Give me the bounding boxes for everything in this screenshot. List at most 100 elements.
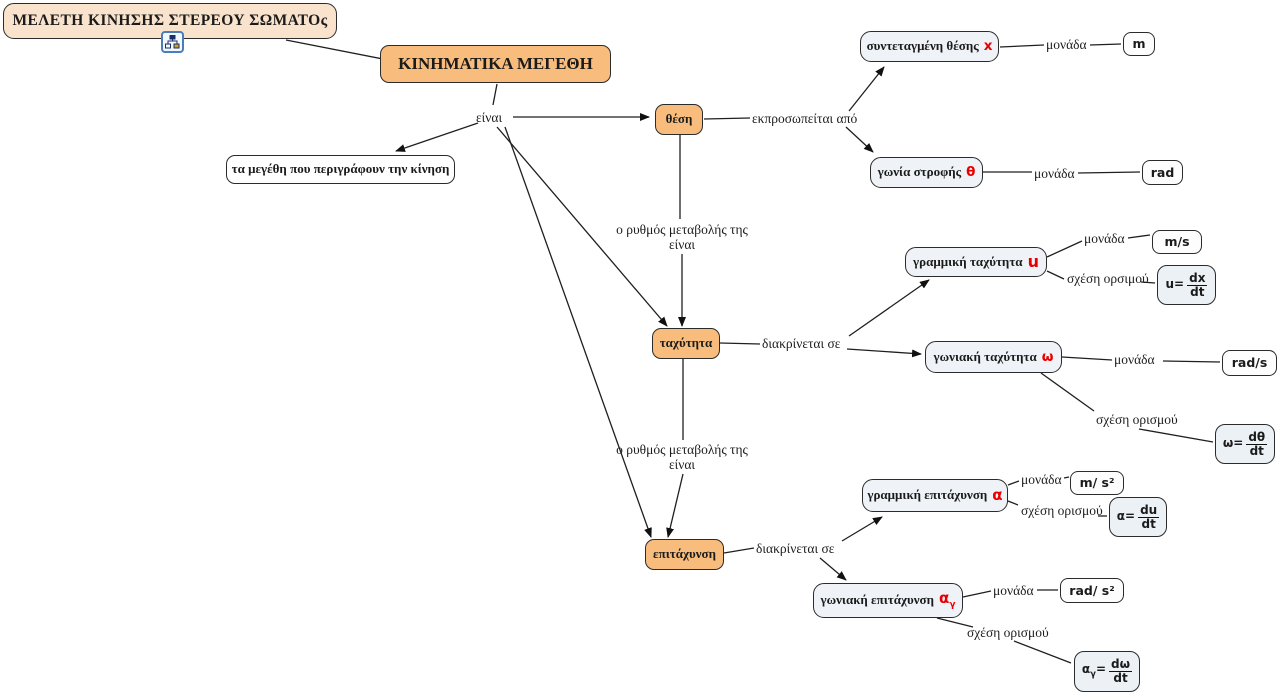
link-label-diakrinetai-1[interactable]: διακρίνεται σε — [762, 336, 841, 351]
link-label-rythmos-2[interactable]: ο ρυθμός μεταβολής της είναι — [616, 442, 748, 472]
unit-rads-text: rad/s — [1231, 355, 1268, 371]
link-monada-m — [1089, 43, 1122, 46]
formula-ag-num: dω — [1109, 657, 1133, 672]
link-gontax-monada — [1061, 356, 1113, 361]
link-monada-rad — [1077, 171, 1141, 174]
link-root-einai — [492, 83, 498, 106]
link-title-root — [285, 39, 384, 60]
node-unit-rad[interactable]: rad — [1142, 160, 1183, 185]
link-gramtax-monada — [1046, 240, 1083, 258]
link-gramepit-monada — [1007, 480, 1020, 486]
rythmos-line2: είναι — [668, 457, 696, 473]
link-monada-ms — [1127, 234, 1151, 239]
formula-omega-num: dθ — [1246, 429, 1268, 445]
node-unit-rads[interactable]: rad/s — [1222, 350, 1277, 376]
link-sxesi2-omegaformula — [1138, 428, 1214, 443]
formula-u-den: dt — [1190, 284, 1205, 299]
node-grammiki-epitaxynsi[interactable]: γραμμική επιτάχυνση α — [862, 479, 1008, 512]
formula-alpha-fraction: du dt — [1138, 504, 1160, 531]
link-rythmos2-epitaxynsi — [666, 473, 684, 538]
link-gonepit-sxesi4 — [936, 617, 974, 628]
link-thesi-ekpr — [703, 117, 751, 120]
gonia-text: γωνία στροφής — [877, 164, 962, 180]
concept-map-icon[interactable] — [161, 31, 184, 53]
link-epitaxynsi-diakrinetai2 — [723, 547, 755, 554]
gon-tax-symbol-omega: ω — [1041, 348, 1054, 365]
thesi-text: θέση — [665, 111, 693, 127]
link-label-monada-ms2[interactable]: μονάδα — [1021, 472, 1062, 487]
node-unit-rads2[interactable]: rad/ s² — [1060, 578, 1124, 603]
coord-symbol-x: x — [983, 38, 993, 55]
link-label-sxesi-orismou-2[interactable]: σχέση ορισμού — [1096, 412, 1178, 427]
link-label-ekprosopeitai[interactable]: εκπροσωπείται από — [752, 111, 858, 126]
link-einai-megethi — [395, 122, 479, 152]
unit-ms2-text: m/ s² — [1079, 475, 1115, 491]
link-ekpr-gonia — [845, 126, 874, 153]
link-ekpr-coord — [848, 66, 885, 112]
link-label-monada-m[interactable]: μονάδα — [1046, 37, 1087, 52]
megethi-text: τα μεγέθη που περιγράφουν την κίνηση — [231, 161, 450, 177]
formula-u-fraction: dx dt — [1187, 270, 1208, 299]
link-taxytita-diakrinetai — [719, 342, 761, 345]
link-monada-rads — [1162, 360, 1221, 363]
formula-u-lhs: u= — [1165, 277, 1185, 292]
link-label-sxesi-orismou-4[interactable]: σχέση ορισμού — [967, 625, 1049, 640]
unit-rads2-text: rad/ s² — [1069, 582, 1115, 598]
link-sxesi-uformula — [1140, 281, 1156, 284]
rythmos-line1: ο ρυθμός μεταβολής της — [616, 222, 748, 237]
rythmos-line2: είναι — [668, 237, 696, 253]
gram-tax-symbol-u: u — [1027, 252, 1039, 272]
node-unit-ms[interactable]: m/s — [1152, 230, 1202, 254]
org-chart-glyph — [165, 35, 180, 49]
link-label-diakrinetai-2[interactable]: διακρίνεται σε — [756, 541, 835, 556]
link-diakrinetai-gramtax — [848, 279, 930, 337]
node-megethi[interactable]: τα μεγέθη που περιγράφουν την κίνηση — [226, 155, 455, 184]
link-gramtax-sxesi — [1046, 270, 1065, 280]
node-formula-alpha[interactable]: α= du dt — [1109, 497, 1167, 537]
coord-text: συντεταγμένη θέσης — [866, 38, 979, 54]
link-label-monada-rads2[interactable]: μονάδα — [993, 583, 1034, 598]
gon-epit-text: γωνιακή επιτάχυνση — [820, 592, 935, 608]
unit-m-text: m — [1132, 36, 1146, 52]
formula-omega-den: dt — [1249, 443, 1264, 458]
epitaxynsi-text: επιτάχυνση — [653, 546, 716, 562]
node-formula-omega[interactable]: ω= dθ dt — [1215, 424, 1275, 464]
node-epitaxynsi[interactable]: επιτάχυνση — [645, 539, 724, 570]
node-thesi[interactable]: θέση — [655, 104, 703, 135]
formula-alpha-den: dt — [1141, 516, 1156, 531]
gram-tax-text: γραμμική ταχύτητα — [913, 253, 1023, 269]
link-einai-epitaxynsi — [504, 126, 652, 538]
node-unit-ms2[interactable]: m/ s² — [1070, 471, 1124, 495]
node-goniaki-taxytita[interactable]: γωνιακή ταχύτητα ω — [925, 341, 1062, 373]
title-text: ΜΕΛΕΤΗ ΚΙΝΗΣΗΣ ΣΤΕΡΕΟΥ ΣΩΜΑΤΟς — [12, 12, 328, 30]
node-formula-alpha-gamma[interactable]: αγ= dω dt — [1074, 651, 1140, 692]
link-label-rythmos-1[interactable]: ο ρυθμός μεταβολής της είναι — [616, 222, 748, 252]
link-label-einai[interactable]: είναι — [476, 110, 503, 125]
node-syntetagmeni-thesis[interactable]: συντεταγμένη θέσης x — [860, 31, 999, 62]
node-formula-u[interactable]: u= dx dt — [1157, 265, 1216, 305]
unit-rad-text: rad — [1150, 164, 1175, 180]
node-kinimatika-megethi[interactable]: ΚΙΝΗΜΑΤΙΚΑ ΜΕΓΕΘΗ — [380, 45, 611, 83]
unit-ms-text: m/s — [1164, 234, 1190, 250]
link-label-monada-rad[interactable]: μονάδα — [1034, 166, 1075, 181]
node-goniaki-epitaxynsi[interactable]: γωνιακή επιτάχυνση αγ — [813, 583, 963, 618]
root-text: ΚΙΝΗΜΑΤΙΚΑ ΜΕΓΕΘΗ — [398, 53, 593, 73]
link-label-sxesi-orismou-3[interactable]: σχέση ορισμού — [1021, 503, 1103, 518]
link-label-monada-ms[interactable]: μονάδα — [1084, 231, 1125, 246]
node-grammiki-taxytita[interactable]: γραμμική ταχύτητα u — [905, 247, 1047, 277]
link-diakrinetai2-gramepit — [841, 516, 883, 542]
formula-u-num: dx — [1187, 270, 1208, 286]
link-diakrinetai2-gonepit — [819, 557, 847, 581]
node-unit-m[interactable]: m — [1123, 32, 1155, 56]
link-diakrinetai-gontax — [846, 348, 922, 358]
node-gonia-strofis[interactable]: γωνία στροφής θ — [870, 157, 983, 188]
link-label-monada-rads[interactable]: μονάδα — [1114, 352, 1155, 367]
gon-tax-text: γωνιακή ταχύτητα — [933, 348, 1037, 364]
formula-ag-den: dt — [1113, 671, 1128, 685]
gon-epit-symbol-alpha-gamma: αγ — [939, 589, 956, 611]
rythmos-line1: ο ρυθμός μεταβολής της — [616, 442, 748, 457]
link-label-sxesi-orsimou[interactable]: σχέση ορσιμού — [1067, 271, 1149, 286]
node-taxytita[interactable]: ταχύτητα — [652, 328, 720, 359]
